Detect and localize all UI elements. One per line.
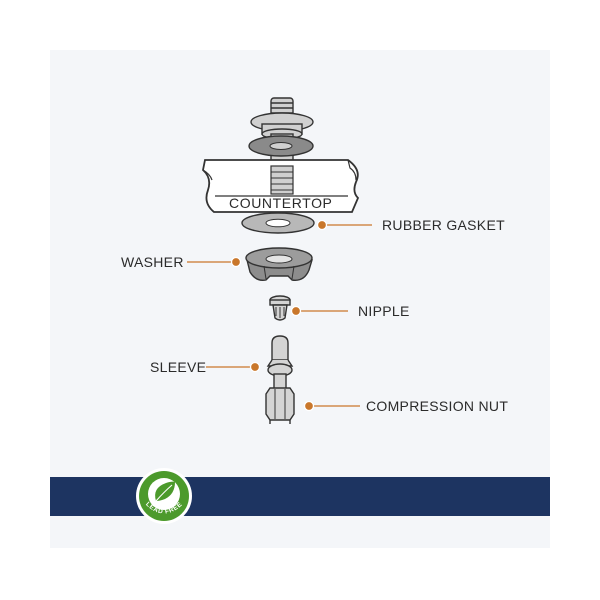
label-rubber-gasket: RUBBER GASKET — [382, 217, 505, 233]
countertop-label: COUNTERTOP — [229, 195, 333, 211]
label-nipple: NIPPLE — [358, 303, 410, 319]
compression-nut-part — [265, 387, 295, 424]
leader-rubber-gasket — [316, 219, 372, 231]
leader-compression-nut — [303, 400, 360, 412]
sleeve-part — [266, 335, 294, 391]
rubber-gasket — [241, 212, 315, 234]
leaf-icon — [155, 481, 175, 502]
lead-free-badge: LEAD FREE — [136, 468, 192, 524]
bottom-band — [50, 477, 550, 516]
label-washer: WASHER — [121, 254, 184, 270]
leader-sleeve — [206, 361, 261, 373]
countertop-slab — [202, 159, 360, 213]
leader-washer — [187, 256, 242, 268]
nipple-part — [269, 295, 291, 321]
label-compression-nut: COMPRESSION NUT — [366, 398, 508, 414]
washer-part — [245, 247, 313, 282]
leader-nipple — [290, 305, 348, 317]
label-sleeve: SLEEVE — [150, 359, 206, 375]
upper-gasket — [248, 135, 314, 157]
